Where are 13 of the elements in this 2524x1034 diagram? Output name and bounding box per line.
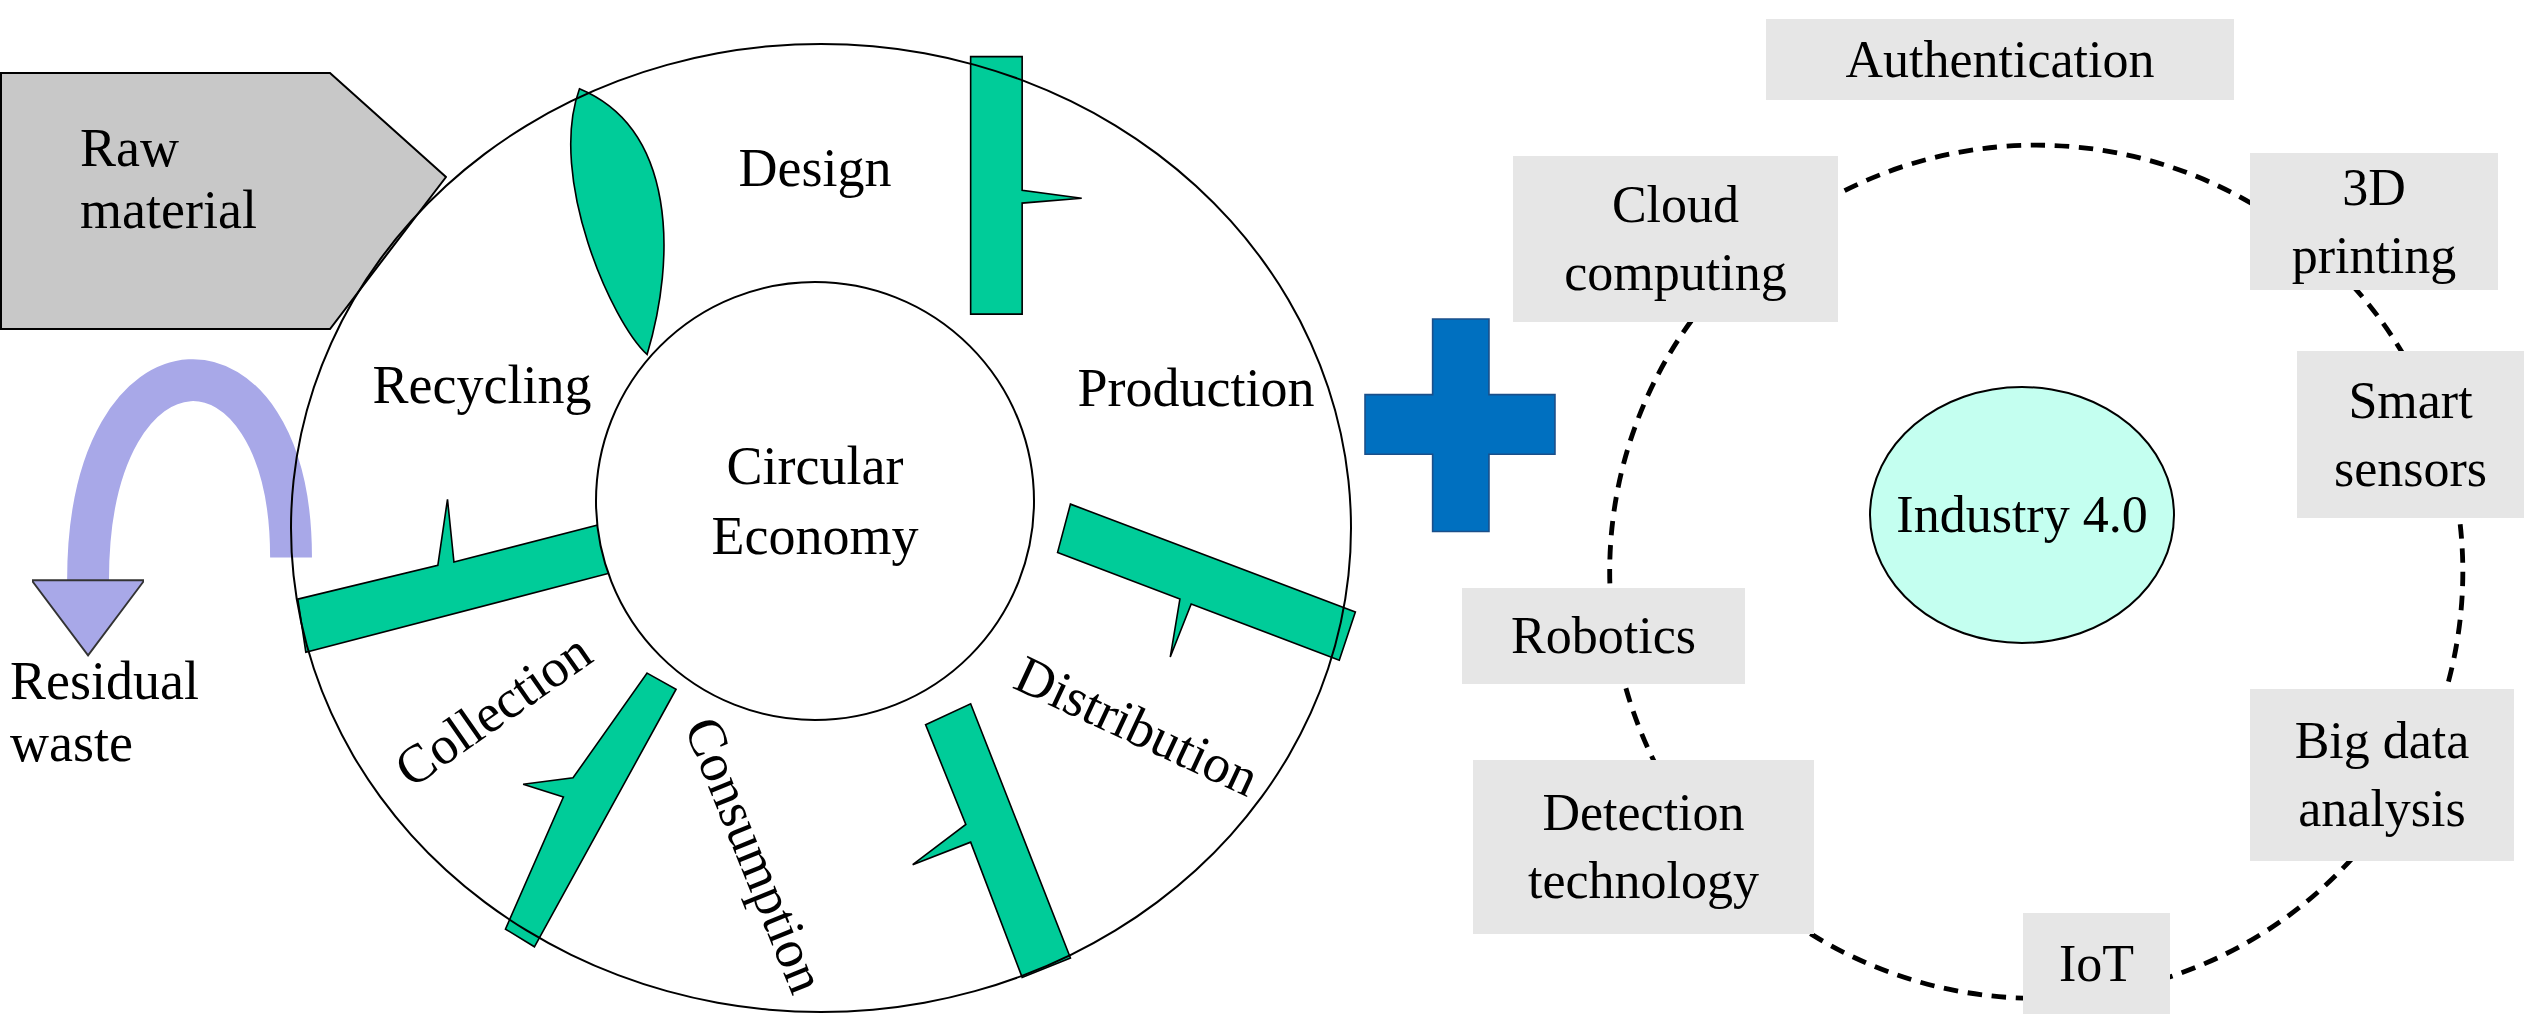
- bare-text: Residual waste: [10, 650, 250, 775]
- technology-box: Smart sensors: [2297, 351, 2524, 518]
- technology-box: IoT: [2023, 913, 2170, 1014]
- technology-box: Robotics: [1462, 588, 1745, 684]
- technology-box: Big data analysis: [2250, 689, 2514, 861]
- stage-label: Production: [1077, 361, 1315, 415]
- technology-box: Cloud computing: [1513, 156, 1838, 322]
- curved-arrow: [30, 359, 312, 657]
- technology-box: Detection technology: [1473, 760, 1814, 934]
- node-label: Raw material: [80, 117, 258, 242]
- technology-box: 3D printing: [2250, 153, 2498, 290]
- ellipse-node: Industry 4.0: [1869, 386, 2175, 644]
- technology-box: Authentication: [1766, 19, 2234, 100]
